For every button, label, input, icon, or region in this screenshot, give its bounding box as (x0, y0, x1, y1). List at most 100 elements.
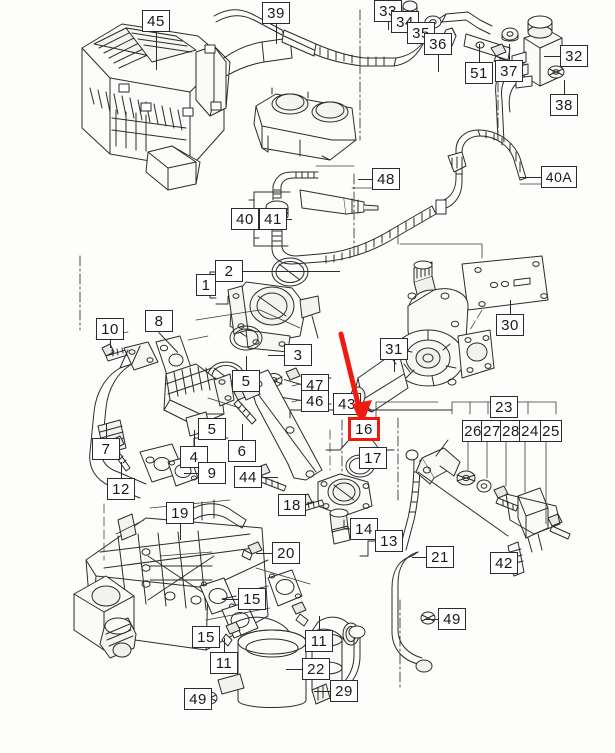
callout-leader (314, 691, 330, 692)
callout-51[interactable]: 51 (465, 62, 493, 84)
part-throttle-housing-top (253, 87, 357, 161)
part-wire-21 (391, 449, 433, 673)
callout-10[interactable]: 10 (96, 318, 124, 340)
callout-43[interactable]: 43 (333, 393, 361, 415)
callout-leader (544, 56, 560, 57)
part-gasket-15a (199, 577, 237, 615)
part-hose-48 (319, 199, 447, 264)
callout-leader (110, 340, 111, 348)
callout-leader (284, 379, 302, 385)
callout-30[interactable]: 30 (496, 314, 524, 336)
callout-leader (412, 557, 426, 558)
callout-5[interactable]: 5 (232, 370, 260, 392)
callout-40A[interactable]: 40A (541, 166, 577, 188)
callout-17[interactable]: 17 (359, 447, 387, 469)
callout-leader (276, 24, 277, 44)
callout-7[interactable]: 7 (92, 438, 120, 460)
callout-18[interactable]: 18 (278, 494, 306, 516)
callout-leader (394, 360, 395, 372)
callout-leader (256, 553, 272, 554)
part-hose-40A (443, 129, 527, 209)
callout-leader (106, 424, 107, 438)
callout-leader (121, 462, 122, 478)
callout-leader (319, 616, 320, 630)
callout-22[interactable]: 22 (302, 658, 330, 680)
callout-48[interactable]: 48 (372, 168, 400, 190)
callout-leader (564, 80, 565, 94)
callout-leader (424, 619, 438, 620)
callout-leader (194, 430, 195, 446)
callout-leader (509, 44, 510, 60)
callout-leader (358, 179, 372, 180)
callout-49[interactable]: 49 (184, 688, 212, 710)
callout-leader (520, 177, 541, 178)
part-gasket-30 (461, 255, 549, 311)
callout-40[interactable]: 40 (231, 208, 259, 230)
callout-27[interactable]: 27 (481, 420, 503, 442)
callout-leader (243, 271, 340, 272)
callout-20[interactable]: 20 (272, 542, 300, 564)
part-egr-body-4 (163, 363, 235, 437)
callout-11[interactable]: 11 (305, 630, 333, 652)
callout-leader (262, 477, 278, 478)
callout-3[interactable]: 3 (284, 344, 312, 366)
callout-11[interactable]: 11 (210, 652, 238, 674)
callout-39[interactable]: 39 (262, 2, 290, 24)
callout-14[interactable]: 14 (350, 518, 378, 540)
callout-leader (438, 55, 439, 72)
callout-leader (242, 424, 243, 440)
callout-19[interactable]: 19 (166, 502, 194, 524)
part-bolt-20 (241, 541, 263, 561)
callout-25[interactable]: 25 (540, 420, 562, 442)
callout-31[interactable]: 31 (380, 338, 408, 360)
callout-15[interactable]: 15 (192, 626, 220, 648)
callout-5[interactable]: 5 (198, 418, 226, 440)
part-bolt-11a (221, 621, 241, 647)
callout-15[interactable]: 15 (238, 588, 266, 610)
callout-37[interactable]: 37 (495, 60, 523, 82)
callout-12[interactable]: 12 (107, 478, 135, 500)
callout-leader (156, 32, 157, 70)
callout-1[interactable]: 1 (196, 274, 216, 296)
callout-6[interactable]: 6 (228, 440, 256, 462)
callout-38[interactable]: 38 (550, 94, 578, 116)
callout-42[interactable]: 42 (490, 552, 518, 574)
callout-2[interactable]: 2 (215, 260, 243, 282)
callout-leader (268, 355, 284, 356)
callout-23[interactable]: 23 (490, 396, 518, 418)
callout-36[interactable]: 36 (424, 33, 452, 55)
part-valve-14 (317, 473, 373, 545)
bracket-group-13 (343, 519, 376, 557)
callout-leader (184, 473, 198, 474)
callout-leader (158, 332, 178, 353)
callout-28[interactable]: 28 (500, 420, 522, 442)
callout-46[interactable]: 46 (301, 390, 329, 412)
callout-24[interactable]: 24 (519, 420, 541, 442)
part-nut-49b (420, 611, 436, 625)
callout-leader (286, 669, 302, 670)
callout-29[interactable]: 29 (330, 680, 358, 702)
callout-21[interactable]: 21 (426, 546, 454, 568)
callout-leader (180, 524, 181, 540)
callout-45[interactable]: 45 (142, 10, 170, 32)
part-bracket-assembly-23 (415, 439, 571, 553)
part-nut-37 (501, 27, 519, 42)
callout-32[interactable]: 32 (560, 45, 588, 67)
callout-leader (246, 356, 247, 370)
part-gasket-ring-5a (229, 325, 263, 351)
part-vacuum-hose-39 (213, 9, 397, 67)
callout-13[interactable]: 13 (375, 530, 403, 552)
callout-9[interactable]: 9 (198, 462, 226, 484)
callout-41[interactable]: 41 (259, 208, 287, 230)
callout-highlighted-16[interactable]: 16 (348, 417, 380, 441)
part-air-filter-housing (81, 23, 231, 191)
callout-leader (224, 638, 225, 652)
part-throttle-body (227, 257, 321, 353)
callout-44[interactable]: 44 (234, 466, 262, 488)
callout-leader (282, 397, 302, 401)
callout-8[interactable]: 8 (145, 310, 173, 332)
callout-leader (222, 599, 238, 600)
callout-49[interactable]: 49 (438, 608, 466, 630)
